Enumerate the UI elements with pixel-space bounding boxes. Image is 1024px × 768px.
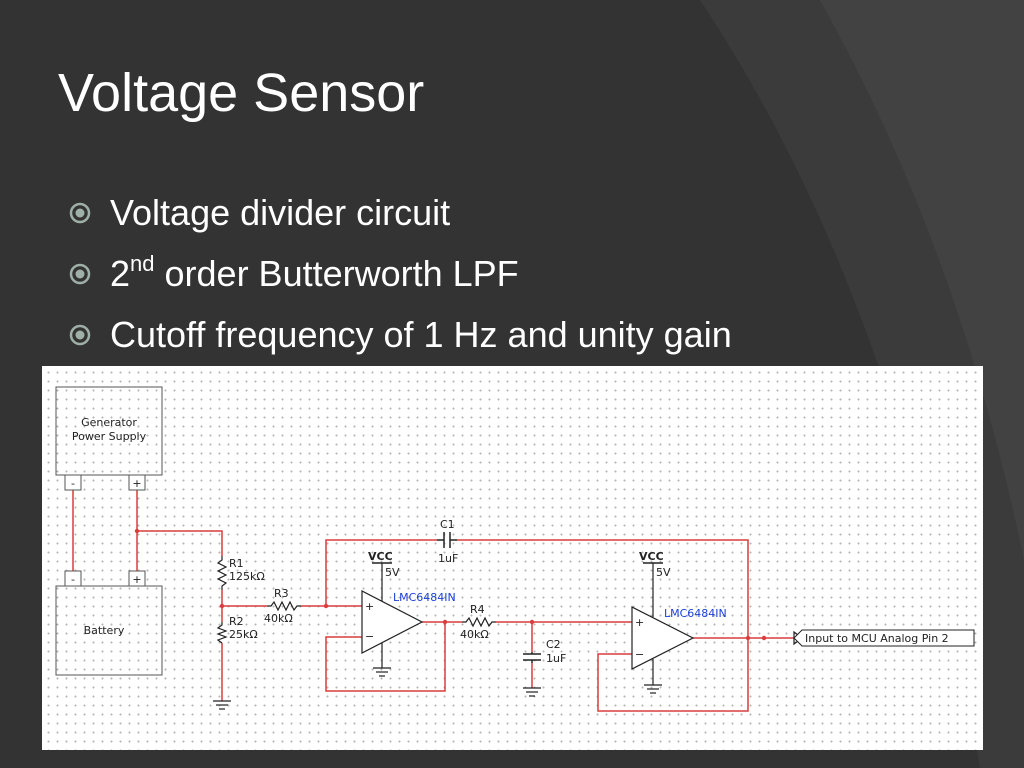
battery-neg-terminal: - bbox=[71, 573, 75, 586]
c1-value: 1uF bbox=[438, 552, 458, 565]
bullet-list: Voltage divider circuit 2nd order Butter… bbox=[64, 188, 732, 371]
c2-name: C2 bbox=[546, 638, 561, 651]
bullet-item: Voltage divider circuit bbox=[64, 188, 732, 249]
ground-symbol-r2 bbox=[213, 700, 231, 710]
output-connector: Input to MCU Analog Pin 2 bbox=[793, 629, 975, 647]
vcc1-name: VCC bbox=[368, 550, 393, 563]
resistor-r1-symbol bbox=[216, 556, 228, 590]
r4-name: R4 bbox=[470, 603, 485, 616]
vcc2-value: 5V bbox=[656, 566, 671, 579]
opamp-2: + − LMC6484IN bbox=[631, 563, 727, 685]
generator-label-2: Power Supply bbox=[72, 430, 147, 443]
opamp2-plus: + bbox=[635, 616, 644, 629]
bullet-text-suffix: order Butterworth LPF bbox=[154, 253, 519, 294]
ground-symbol-2 bbox=[644, 684, 662, 694]
battery-pos-terminal: + bbox=[132, 573, 141, 586]
opamp2-minus: − bbox=[635, 648, 644, 661]
r2-value: 25kΩ bbox=[229, 628, 258, 641]
schematic-drawing: Generator Power Supply - + - + Battery R… bbox=[55, 386, 975, 712]
bullet-superscript: nd bbox=[130, 251, 155, 276]
generator-pos-terminal: + bbox=[132, 477, 141, 490]
ground-symbol-c2 bbox=[523, 687, 541, 697]
opamp-1: + − LMC6484IN bbox=[361, 563, 456, 668]
vcc1-value: 5V bbox=[385, 566, 400, 579]
vcc2-name: VCC bbox=[639, 550, 664, 563]
bullet-text-prefix: 2 bbox=[110, 253, 131, 294]
r1-value: 125kΩ bbox=[229, 570, 265, 583]
r1-name: R1 bbox=[229, 557, 244, 570]
vcc-2: VCC 5V bbox=[639, 550, 671, 579]
battery-label: Battery bbox=[84, 624, 125, 637]
resistor-r4-symbol bbox=[462, 616, 496, 628]
battery: - + Battery bbox=[55, 570, 163, 676]
circle-bullet-icon bbox=[69, 202, 91, 224]
wire-opamp2-feedback bbox=[597, 638, 749, 712]
circle-bullet-icon bbox=[69, 263, 91, 285]
circuit-schematic: Generator Power Supply - + - + Battery R… bbox=[42, 366, 983, 750]
generator-label-1: Generator bbox=[81, 416, 137, 429]
r3-name: R3 bbox=[274, 587, 289, 600]
ground-symbol-1 bbox=[373, 667, 391, 677]
generator-power-supply: Generator Power Supply - + bbox=[55, 386, 163, 491]
resistor-r2-symbol bbox=[216, 622, 228, 644]
resistor-r3-symbol bbox=[267, 600, 301, 612]
opamp1-label: LMC6484IN bbox=[393, 591, 456, 604]
opamp1-minus: − bbox=[365, 630, 374, 643]
bullet-item: Cutoff frequency of 1 Hz and unity gain bbox=[64, 310, 732, 371]
circle-bullet-icon bbox=[69, 324, 91, 346]
c1-name: C1 bbox=[440, 518, 455, 531]
c2-value: 1uF bbox=[546, 652, 566, 665]
wire-opamp1-feedback bbox=[325, 622, 446, 692]
r3-value: 40kΩ bbox=[264, 612, 293, 625]
output-label: Input to MCU Analog Pin 2 bbox=[805, 632, 949, 645]
bullet-text: Voltage divider circuit bbox=[110, 192, 451, 233]
opamp2-label: LMC6484IN bbox=[664, 607, 727, 620]
vcc-1: VCC 5V bbox=[368, 550, 400, 579]
r4-value: 40kΩ bbox=[460, 628, 489, 641]
wire-c1-right bbox=[457, 539, 749, 636]
opamp1-plus: + bbox=[365, 600, 374, 613]
r2-name: R2 bbox=[229, 615, 244, 628]
wire-to-r1 bbox=[137, 530, 223, 556]
bullet-text: Cutoff frequency of 1 Hz and unity gain bbox=[110, 314, 732, 355]
generator-neg-terminal: - bbox=[71, 477, 75, 490]
wire-c1-left bbox=[325, 539, 437, 606]
bullet-item: 2nd order Butterworth LPF bbox=[64, 249, 732, 310]
slide-title: Voltage Sensor bbox=[58, 63, 425, 123]
